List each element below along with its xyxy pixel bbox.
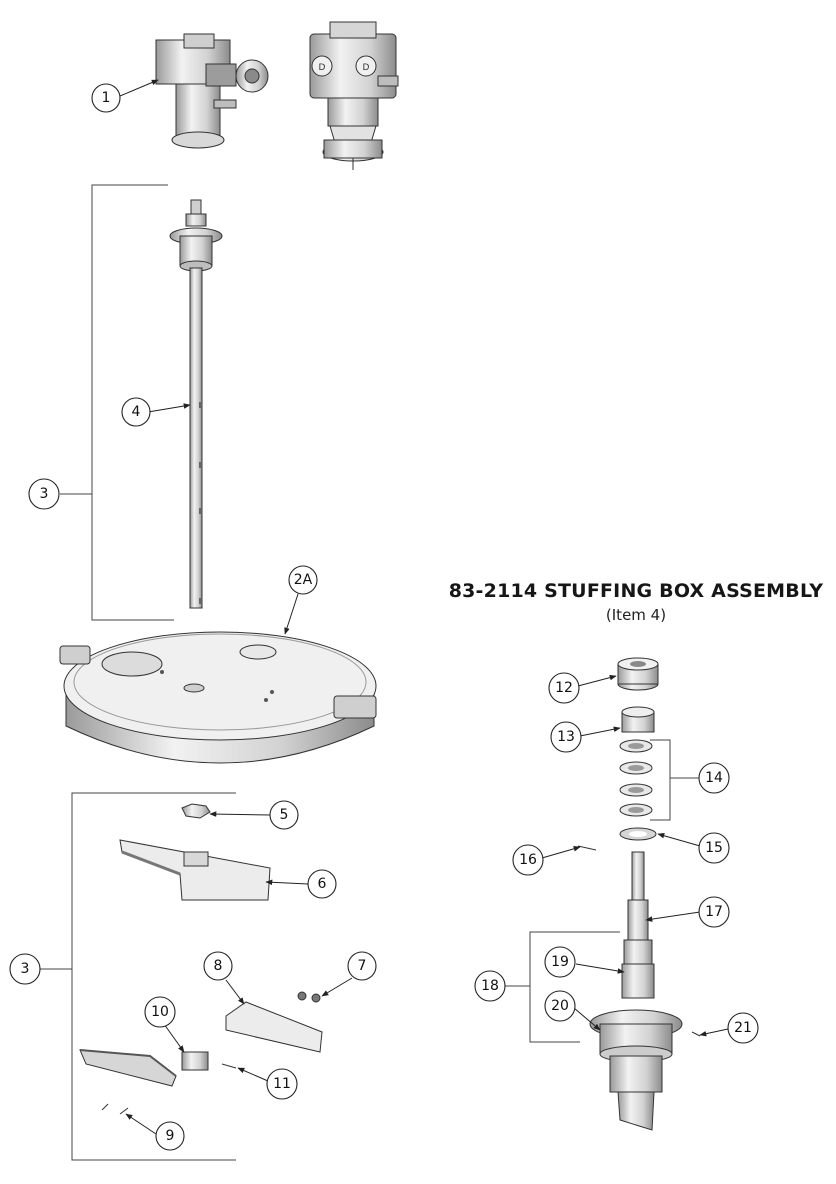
svg-text:9: 9 [166,1128,175,1144]
bracket-item-14 [650,739,671,821]
callout-8: 8 [203,951,233,981]
callout-13: 13 [550,721,582,753]
callout-3-lower: 3 [9,953,41,985]
callout-11: 11 [266,1068,298,1100]
callout-9: 9 [155,1121,185,1151]
svg-text:D: D [363,63,370,73]
leader-lines [119,79,729,1135]
callout-4: 4 [121,397,151,427]
callout-15: 15 [698,832,730,864]
svg-text:10: 10 [151,1004,169,1020]
svg-text:3: 3 [21,961,30,977]
callout-14: 14 [698,762,730,794]
svg-text:15: 15 [705,840,723,856]
drum-cover [59,631,377,764]
callout-17: 17 [698,896,730,928]
stuffing-box-title: 83-2114 STUFFING BOX ASSEMBLY [448,580,824,602]
svg-text:17: 17 [705,904,723,920]
callout-6: 6 [307,869,337,899]
svg-text:6: 6 [318,876,327,892]
svg-text:D: D [319,63,326,73]
stuffing-box-parts [577,657,701,1131]
stuffing-box-subtitle: (Item 4) [605,606,667,624]
svg-text:18: 18 [481,978,499,994]
callout-5: 5 [269,800,299,830]
bracket-item-3-lower [71,792,236,1161]
svg-text:21: 21 [734,1020,752,1036]
svg-text:1: 1 [102,90,111,106]
callout-7: 7 [347,951,377,981]
callout-12: 12 [548,672,580,704]
small-hardware [101,991,321,1115]
svg-text:8: 8 [214,958,223,974]
bracket-item-3-upper [91,184,174,621]
svg-text:5: 5 [280,807,289,823]
svg-text:3: 3 [40,486,49,502]
svg-text:19: 19 [551,954,569,970]
svg-text:11: 11 [273,1076,291,1092]
callout-1: 1 [91,83,121,113]
svg-text:14: 14 [705,770,723,786]
callout-10: 10 [144,996,176,1028]
svg-text:16: 16 [519,852,537,868]
bracket-item-18 [529,931,620,1043]
svg-text:7: 7 [358,958,367,974]
air-motor-left [155,33,269,149]
svg-text:12: 12 [555,680,573,696]
callout-16: 16 [512,844,544,876]
bracket-part [225,1001,323,1053]
callout-3-upper: 3 [28,478,60,510]
svg-text:2A: 2A [294,572,313,588]
clamp-block-part [181,1051,209,1071]
wiper-blade-part [79,1049,177,1087]
pump-tube [169,199,223,609]
callout-18: 18 [474,970,506,1002]
air-motor-right: D D [309,21,399,170]
nut-part [181,803,211,819]
callout-20: 20 [544,990,576,1022]
callout-21: 21 [727,1012,759,1044]
callout-2a: 2A [288,565,318,595]
baffle-part [119,839,271,901]
svg-text:13: 13 [557,729,575,745]
svg-text:4: 4 [132,404,141,420]
svg-text:20: 20 [551,998,569,1014]
callout-19: 19 [544,946,576,978]
